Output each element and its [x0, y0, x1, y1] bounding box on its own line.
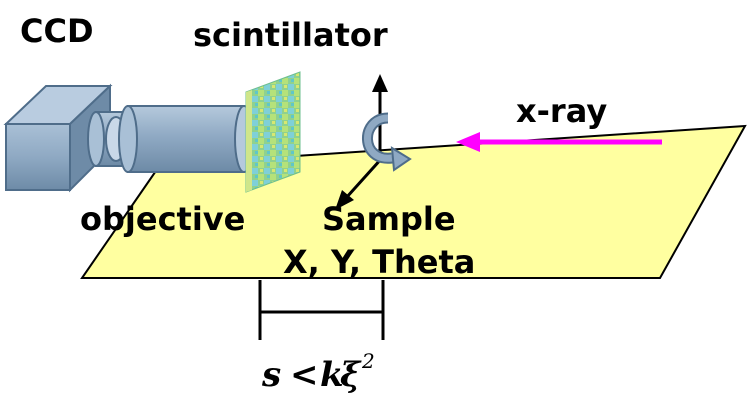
ccd-label: CCD — [20, 12, 94, 50]
formula-xi: ξ — [340, 355, 362, 395]
scintillator-label: scintillator — [193, 16, 388, 54]
stage-axes-label: X, Y, Theta — [283, 243, 475, 281]
objective-label: objective — [80, 200, 245, 238]
condition-formula: s < k ξ 2 — [261, 349, 375, 395]
formula-lt: < — [290, 355, 319, 395]
rotation-arrow-icon — [362, 112, 412, 172]
formula-exponent: 2 — [361, 349, 375, 373]
scintillator-plate — [245, 71, 301, 193]
distance-bracket — [258, 280, 385, 340]
formula-k: k — [320, 355, 344, 395]
xray-label: x-ray — [516, 92, 607, 130]
formula-s: s — [261, 355, 281, 395]
xray-arrow — [456, 132, 662, 152]
sample-axes — [335, 74, 388, 210]
objective-lens-icon — [87, 105, 254, 173]
sample-label: Sample — [322, 200, 456, 238]
